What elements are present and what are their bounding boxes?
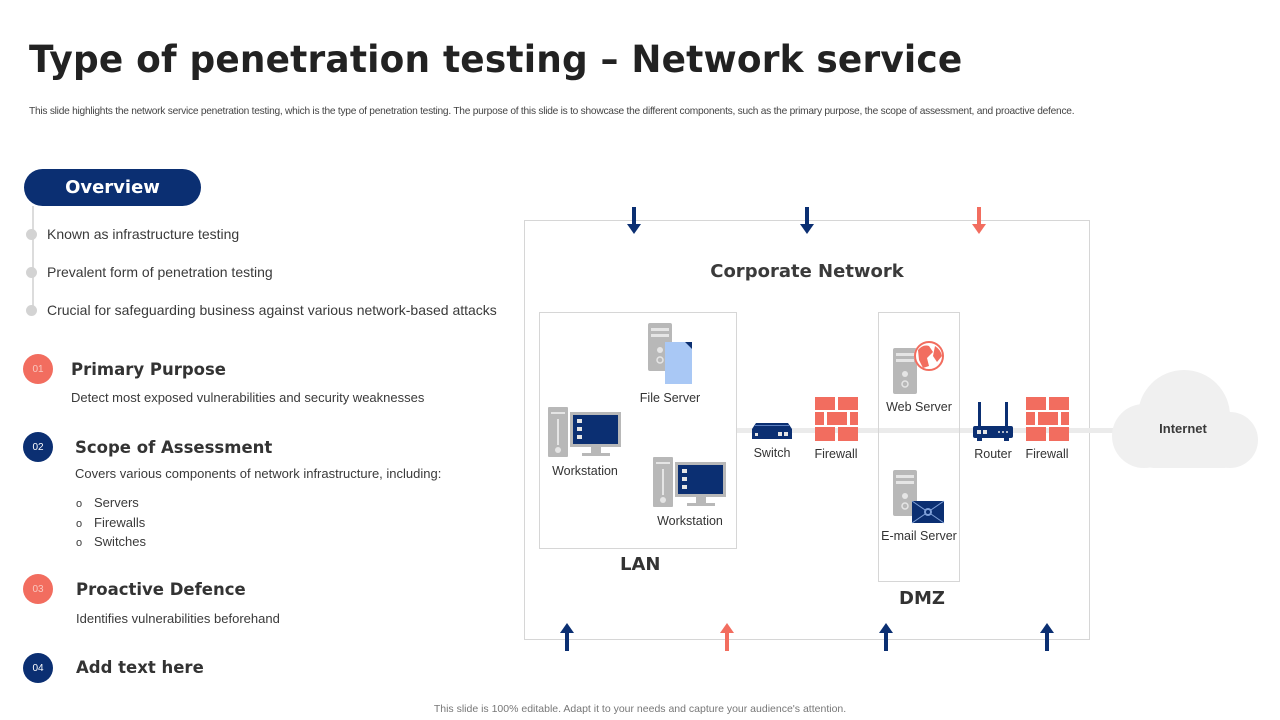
circle-bullet-icon: o — [76, 498, 83, 510]
overview-item-text: Prevalent form of penetration testing — [47, 264, 273, 280]
overview-item: Prevalent form of penetration testing — [26, 264, 273, 280]
arrow-down-icon — [800, 207, 814, 234]
section-number-badge: 03 — [23, 574, 53, 604]
file-server-icon — [648, 323, 692, 384]
diagram-title: Corporate Network — [710, 261, 904, 282]
firewall-icon — [815, 397, 858, 441]
switch-icon — [752, 423, 792, 439]
web-server-label: Web Server — [886, 400, 952, 414]
section-description: Identifies vulnerabilities beforehand — [76, 611, 280, 626]
overview-item: Crucial for safeguarding business agains… — [26, 302, 497, 318]
section-number-badge: 04 — [23, 653, 53, 683]
overview-timeline-line — [32, 206, 34, 310]
dmz-label: DMZ — [899, 588, 945, 609]
section-description: Covers various components of network inf… — [75, 466, 442, 481]
slide-subtitle: This slide highlights the network servic… — [29, 106, 1075, 117]
workstation-label: Workstation — [657, 514, 723, 528]
web-server-icon — [893, 341, 944, 394]
workstation-label: Workstation — [552, 464, 618, 478]
workstation-icon — [548, 407, 621, 457]
section-number-badge: 02 — [23, 432, 53, 462]
firewall-label: Firewall — [1025, 447, 1069, 461]
section-description: Detect most exposed vulnerabilities and … — [71, 390, 425, 405]
switch-label: Switch — [753, 446, 791, 460]
email-server-icon — [893, 470, 945, 524]
bullet-dot-icon — [26, 266, 37, 278]
firewall-label: Firewall — [814, 447, 858, 461]
arrow-down-icon — [972, 207, 986, 234]
network-connection-line — [737, 428, 1137, 433]
circle-bullet-icon: o — [76, 517, 83, 530]
firewall-icon — [1026, 397, 1069, 441]
section-number-badge: 01 — [23, 354, 53, 384]
arrow-down-icon — [627, 207, 641, 234]
overview-item-text: Known as infrastructure testing — [47, 226, 240, 242]
slide-footer: This slide is 100% editable. Adapt it to… — [433, 703, 847, 715]
dmz-box — [878, 312, 960, 582]
router-icon — [973, 402, 1013, 441]
arrow-up-icon — [560, 623, 574, 651]
section-title: Proactive Defence — [76, 580, 246, 599]
slide-title: Type of penetration testing – Network se… — [29, 38, 963, 81]
section-title: Primary Purpose — [71, 360, 226, 379]
circle-bullet-icon: o — [76, 537, 83, 549]
bullet-dot-icon — [26, 304, 37, 316]
internet-label: Internet — [1159, 421, 1207, 436]
bullet-dot-icon — [26, 228, 37, 240]
internet-cloud-icon — [1112, 370, 1258, 468]
overview-item-text: Crucial for safeguarding business agains… — [47, 302, 497, 318]
overview-pill: Overview — [24, 169, 201, 206]
arrow-up-icon — [879, 623, 893, 651]
arrow-up-icon — [1040, 623, 1054, 651]
section-title: Add text here — [76, 658, 204, 677]
email-server-label: E-mail Server — [881, 529, 957, 543]
file-server-label: File Server — [639, 391, 701, 405]
section-title: Scope of Assessment — [75, 438, 273, 457]
lan-box — [539, 312, 737, 549]
lan-label: LAN — [620, 554, 661, 575]
overview-item: Known as infrastructure testing — [26, 226, 239, 242]
overview-label: Overview — [65, 177, 160, 198]
router-label: Router — [974, 447, 1012, 461]
arrow-up-icon — [720, 623, 734, 651]
workstation-icon — [653, 457, 726, 507]
